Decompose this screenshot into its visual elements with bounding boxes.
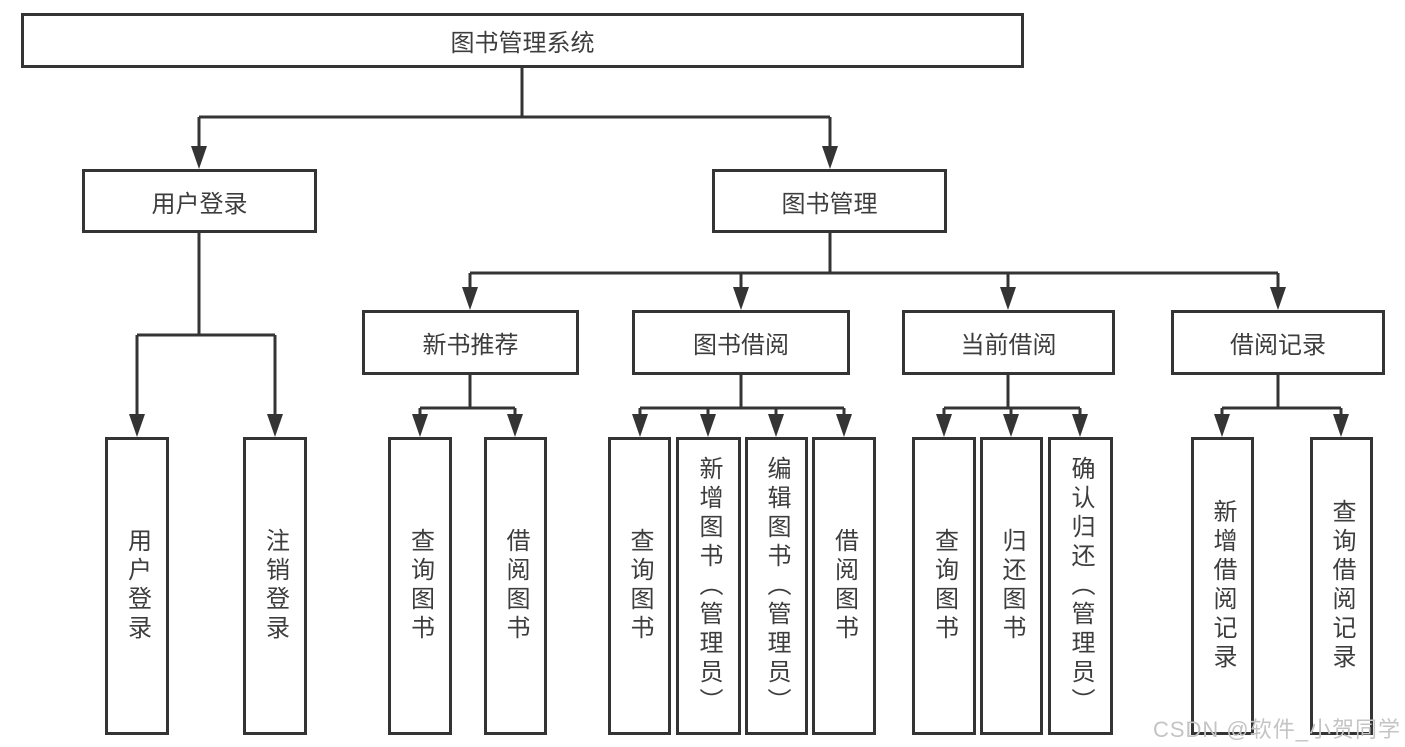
leaf-borrow-books-recommend: 借阅图书 [484, 437, 547, 735]
leaf-add-books-admin: 新增图书（管理员） [676, 437, 741, 735]
leaf-logout: 注销登录 [243, 437, 307, 735]
node-root-library-management-system: 图书管理系统 [21, 13, 1024, 68]
leaf-query-borrow-record: 查询借阅记录 [1310, 437, 1373, 735]
leaf-return-books: 归还图书 [980, 437, 1043, 735]
leaf-add-borrow-record: 新增借阅记录 [1191, 437, 1254, 735]
node-book-borrow: 图书借阅 [632, 310, 850, 375]
node-current-borrow: 当前借阅 [902, 310, 1115, 375]
node-book-management: 图书管理 [712, 169, 947, 233]
leaf-query-books-borrow: 查询图书 [608, 437, 671, 735]
leaf-edit-books-admin: 编辑图书（管理员） [745, 437, 808, 735]
leaf-confirm-return-admin: 确认归还（管理员） [1048, 437, 1113, 735]
leaf-query-books-recommend: 查询图书 [388, 437, 452, 735]
node-new-book-recommend: 新书推荐 [362, 310, 579, 375]
leaf-query-books-current: 查询图书 [912, 437, 976, 735]
csdn-watermark: CSDN @软件_小贺同学 [1152, 717, 1401, 742]
node-borrow-record: 借阅记录 [1171, 310, 1385, 375]
node-user-login: 用户登录 [82, 169, 317, 233]
leaf-user-login: 用户登录 [105, 437, 169, 735]
leaf-borrow-books: 借阅图书 [812, 437, 876, 735]
